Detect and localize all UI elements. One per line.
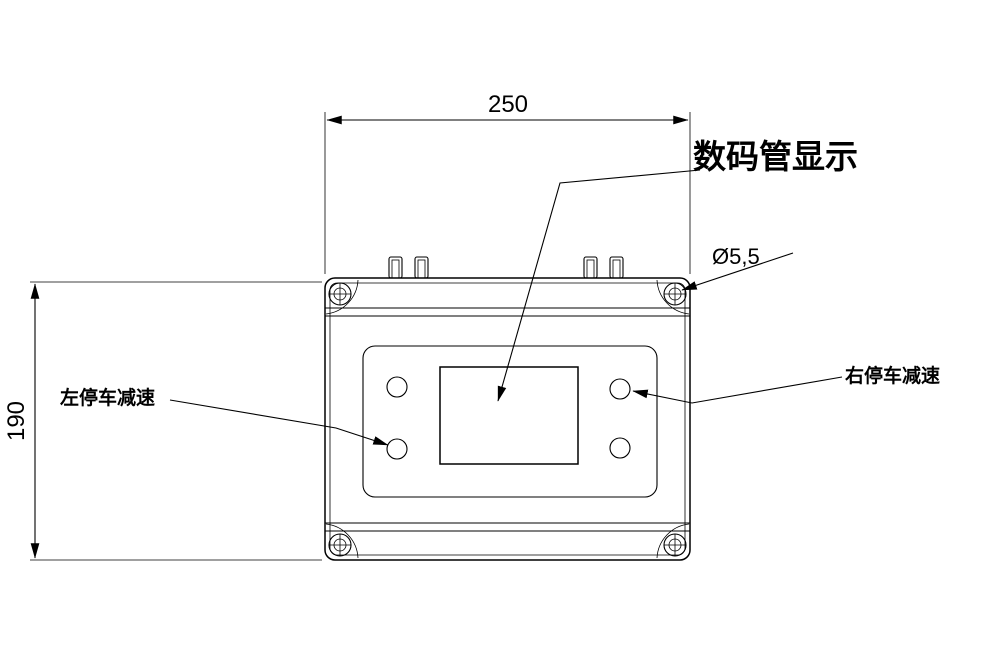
left-leader-line [169,399,389,446]
corner-screws [328,282,687,557]
hole-callout: Ø5,5 [681,244,794,291]
corner-screw-top-left [328,282,352,306]
enclosure-outer-outline [324,277,691,561]
corner-arc-top-left [325,279,359,315]
front-panel [362,345,658,498]
enclosure [324,277,691,561]
width-dimension-label: 250 [488,91,528,118]
display-leader-line [497,169,701,402]
enclosure-inner-outline [329,282,686,556]
mounting-tabs [388,256,624,279]
corner-arc-bottom-left [325,523,359,559]
tab-inner [586,259,595,279]
height-dimension: 190 [3,281,322,561]
left-button-annotation: 左停车减速 [60,386,389,446]
right-leader-line [632,376,843,404]
width-dimension: 250 [324,91,691,274]
tab-inner [417,259,426,279]
display-annotation: 数码管显示 [497,138,858,402]
button-bottom-right [609,437,631,459]
display-window [439,366,579,465]
left-button-label: 左停车减速 [60,386,155,409]
button-top-left [386,376,408,398]
button-top-right [609,378,631,400]
corner-arc-bottom-right [656,523,690,559]
corner-arc-top-right [656,279,690,315]
mounting-tab-right-a [583,256,598,279]
corner-screw-bottom-right [663,533,687,557]
height-dimension-label: 190 [3,401,30,441]
mounting-tab-right-b [609,256,624,279]
hole-leader-line [681,252,794,291]
right-button-label: 右停车减速 [844,364,940,387]
mounting-tab-left-b [414,256,429,279]
hole-diameter-label: Ø5,5 [712,244,760,269]
corner-screw-bottom-left [328,533,352,557]
right-button-annotation: 右停车减速 [632,364,940,404]
tab-inner [391,259,400,279]
display-label: 数码管显示 [693,138,858,175]
button-bottom-left [386,438,408,460]
tab-inner [612,259,621,279]
panel-outline [362,345,658,498]
mounting-tab-left-a [388,256,403,279]
corner-screw-top-right [663,282,687,306]
